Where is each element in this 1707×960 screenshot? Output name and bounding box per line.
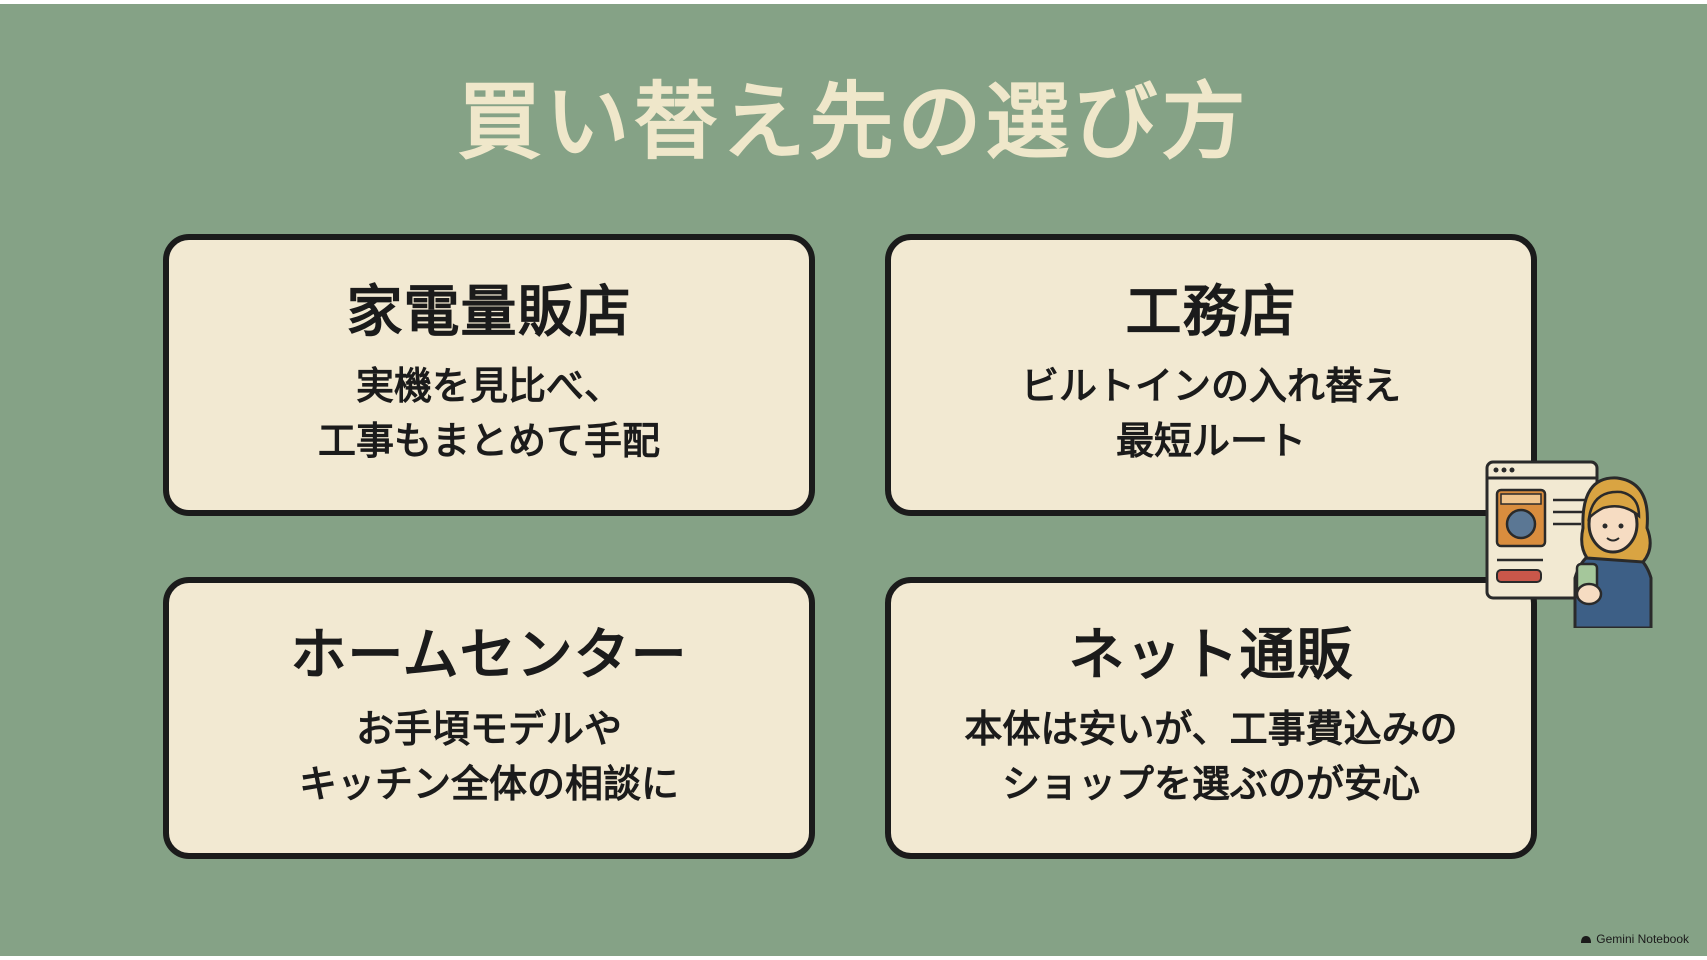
card-heading: ホームセンター bbox=[290, 622, 688, 688]
gemini-notebook-logo-icon bbox=[1581, 936, 1592, 943]
card-heading: 工務店 bbox=[1125, 279, 1297, 345]
card-contractor: 工務店 ビルトインの入れ替え 最短ルート bbox=[885, 234, 1537, 516]
card-description: 実機を見比べ、 工事もまとめて手配 bbox=[317, 364, 660, 464]
card-description: お手頃モデルや キッチン全体の相談に bbox=[298, 707, 679, 807]
card-heading: ネット通販 bbox=[1068, 622, 1354, 688]
slide-title: 買い替え先の選び方 bbox=[457, 73, 1250, 171]
watermark-text: Gemini Notebook bbox=[1596, 932, 1689, 946]
watermark: Gemini Notebook bbox=[1580, 932, 1689, 946]
card-description: 本体は安いが、工事費込みの ショップを選ぶのが安心 bbox=[964, 707, 1458, 807]
woman-shopping-online-with-phone-illustration bbox=[1485, 460, 1653, 628]
card-home-center: ホームセンター お手頃モデルや キッチン全体の相談に bbox=[163, 577, 815, 859]
card-description: ビルトインの入れ替え 最短ルート bbox=[1020, 364, 1401, 464]
slide: 買い替え先の選び方 家電量販店 実機を見比べ、 工事もまとめて手配 工務店 ビル… bbox=[0, 4, 1707, 956]
card-heading: 家電量販店 bbox=[346, 279, 632, 345]
card-online-shop: ネット通販 本体は安いが、工事費込みの ショップを選ぶのが安心 bbox=[885, 577, 1537, 859]
card-electronics-store: 家電量販店 実機を見比べ、 工事もまとめて手配 bbox=[163, 234, 815, 516]
